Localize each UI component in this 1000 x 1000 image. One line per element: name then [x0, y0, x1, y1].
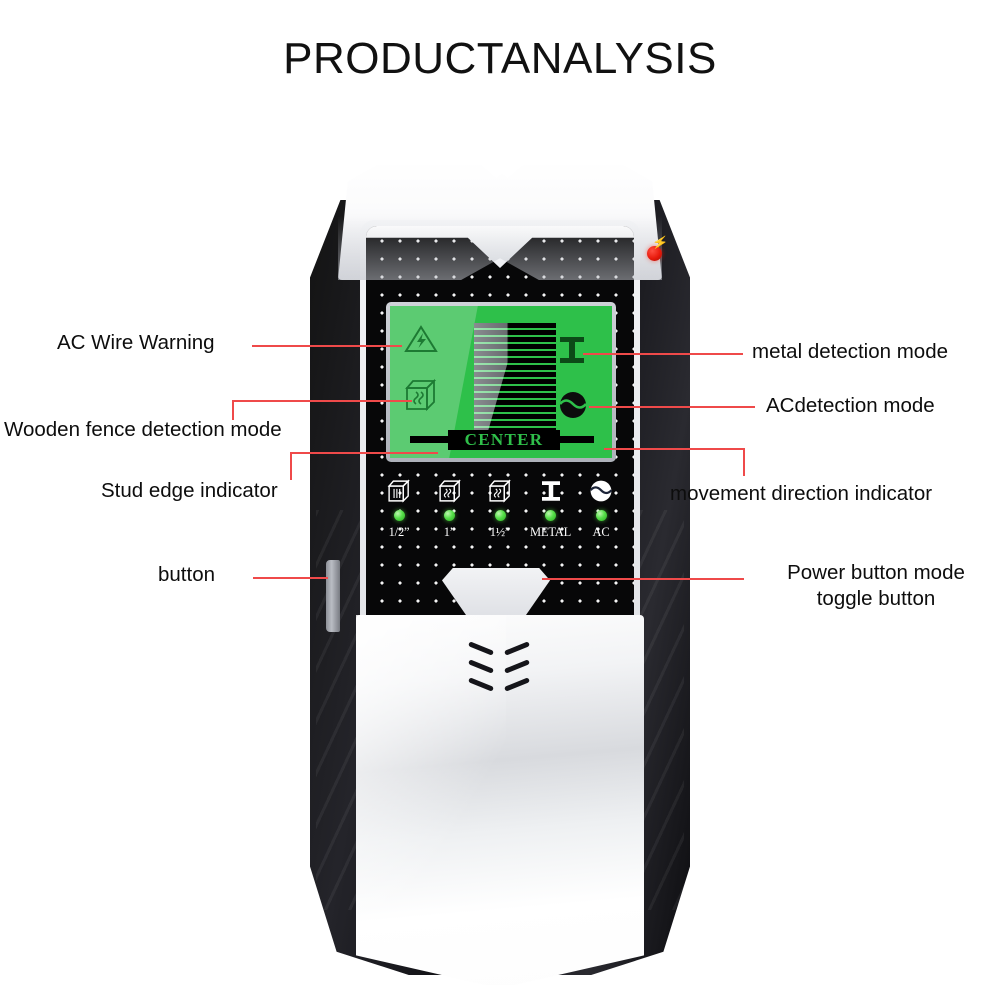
lcd-bezel: CENTER: [386, 302, 616, 462]
center-indicator-row: CENTER: [390, 430, 612, 450]
mode-indicator-row: 1/2” 1”: [376, 478, 624, 556]
lcd-screen: CENTER: [390, 306, 612, 458]
label-wooden-fence-detection-mode: Wooden fence detection mode: [4, 418, 282, 441]
leader-stud-edge-h: [290, 452, 438, 454]
center-label: CENTER: [464, 430, 544, 449]
metal-ibeam-icon: [560, 337, 584, 363]
wood-stud-icon: [405, 378, 437, 412]
stud-finder-device: ⚡: [310, 160, 690, 985]
mode-label-one-inch: 1”: [443, 525, 456, 539]
chevron-marks: [468, 641, 530, 698]
mode-led-metal: [545, 510, 556, 521]
label-stud-edge-indicator: Stud edge indicator: [101, 479, 278, 502]
label-power-button-mode-toggle: Power button mode toggle button: [758, 560, 994, 611]
leader-button: [253, 577, 328, 579]
wood-stud-icon: [427, 478, 473, 504]
leader-stud-edge-v: [290, 452, 292, 480]
metal-ibeam-icon: [528, 478, 574, 504]
mode-depth-one-half-inch[interactable]: 1½”: [477, 478, 523, 540]
power-toggle-line-1: Power button mode: [787, 561, 965, 584]
power-toggle-line-2: toggle button: [816, 586, 936, 610]
lightning-bolt-icon: ⚡: [650, 233, 669, 252]
leader-metal-detection: [583, 353, 743, 355]
label-ac-wire-warning: AC Wire Warning: [57, 331, 215, 354]
arrow-right-icon: [410, 432, 461, 446]
mode-led-one-inch: [444, 510, 455, 521]
mode-ac[interactable]: AC: [578, 478, 624, 540]
chevron-dash: [468, 677, 494, 692]
chevron-dash: [504, 677, 530, 692]
page-title: PRODUCTANALYSIS: [283, 34, 717, 83]
mode-depth-half-inch[interactable]: 1/2”: [376, 478, 422, 540]
mode-depth-one-inch[interactable]: 1”: [427, 478, 473, 540]
label-metal-detection-mode: metal detection mode: [752, 340, 949, 363]
label-movement-direction-indicator: movement direction indicator: [670, 482, 933, 505]
chevron-dash: [504, 659, 530, 674]
mode-label-one-half-inch: 1½”: [489, 525, 511, 539]
leader-wooden-fence-h: [232, 400, 412, 402]
grip-texture-right: [640, 510, 684, 910]
center-indicator-box: CENTER: [448, 430, 560, 450]
mode-metal[interactable]: METAL: [528, 478, 574, 540]
leader-movement-v: [743, 448, 745, 476]
mode-led-ac: [595, 510, 607, 521]
leader-power-toggle: [542, 578, 744, 580]
leader-ac-detection: [589, 406, 755, 408]
power-led: [647, 246, 662, 261]
mode-led-one-half-inch: [494, 510, 506, 521]
ac-warning-icon: [404, 325, 438, 352]
mode-label-metal: METAL: [529, 525, 572, 539]
label-button: button: [158, 563, 215, 586]
leader-movement-h: [604, 448, 744, 450]
label-ac-detection-mode: ACdetection mode: [766, 394, 935, 417]
mode-led-half-inch: [393, 510, 405, 521]
mode-label-half-inch: 1/2”: [388, 525, 410, 539]
ac-wave-icon: [559, 392, 587, 418]
ac-wave-icon: [578, 478, 624, 504]
arrow-left-icon: [543, 432, 594, 446]
side-button[interactable]: [326, 560, 340, 632]
chevron-dash: [468, 659, 494, 674]
mode-label-ac: AC: [592, 525, 610, 539]
leader-ac-wire-warning: [252, 345, 402, 347]
wood-stud-icon: [376, 478, 422, 504]
leader-wooden-fence-v: [232, 400, 234, 420]
wood-stud-icon: [477, 478, 523, 504]
